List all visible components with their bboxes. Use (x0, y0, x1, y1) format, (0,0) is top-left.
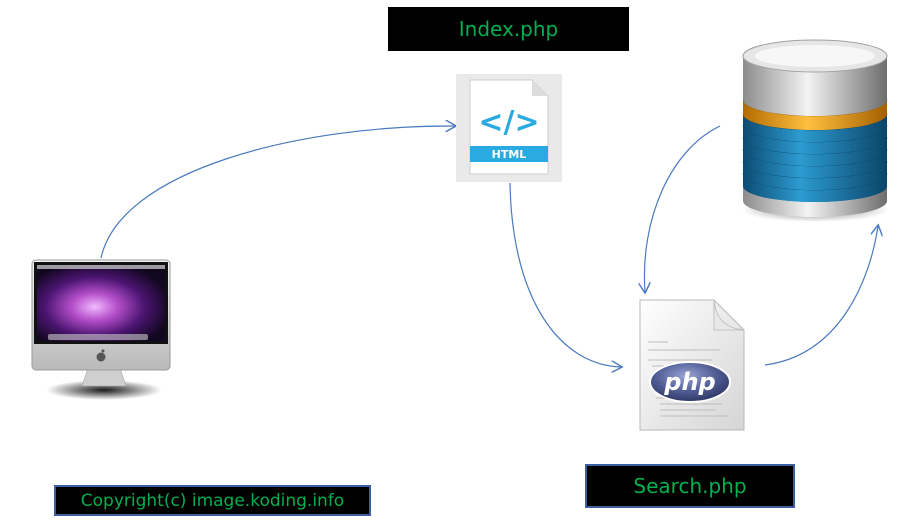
copyright-label: Copyright(c) image.koding.info (54, 485, 371, 516)
index-php-label-text: Index.php (458, 17, 559, 41)
php-file-icon: php (639, 299, 745, 431)
arrow-database-to-search (644, 125, 721, 292)
computer-icon (31, 259, 171, 400)
arrow-computer-to-index (100, 126, 455, 259)
html-badge: HTML (492, 148, 527, 161)
html-code-glyph: </> (478, 105, 539, 140)
copyright-label-text: Copyright(c) image.koding.info (80, 490, 345, 511)
arrow-search-to-database (764, 226, 878, 366)
database-icon (741, 39, 889, 222)
arrow-index-to-search (509, 182, 621, 367)
index-php-label: Index.php (388, 7, 629, 51)
search-php-label-text: Search.php (633, 474, 747, 498)
html-file-icon: </> HTML (456, 74, 562, 182)
search-php-label: Search.php (585, 464, 795, 508)
php-logo-text: php (663, 368, 715, 396)
